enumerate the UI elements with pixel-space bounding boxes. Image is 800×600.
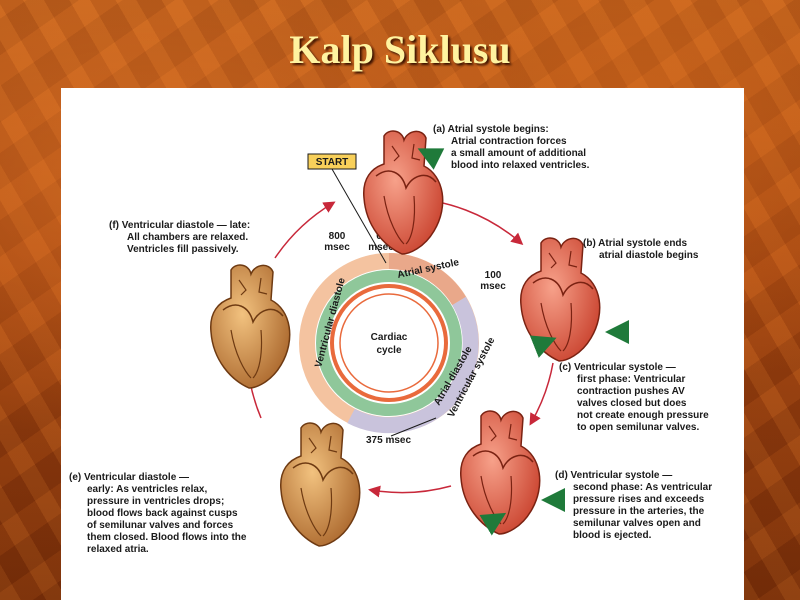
inner-ring [330,284,448,402]
center-label-line1: Cardiac [371,332,408,343]
stage-a-line: blood into relaxed ventricles. [451,160,590,171]
stage-c-line: to open semilunar valves. [577,422,699,433]
cardiac-cycle-diagram: Atrial systole Ventricular diastole Atri… [61,88,744,600]
ventricular-systole-arc [347,296,479,434]
stage-f-text: (f) Ventricular diastole — late: All cha… [109,220,253,255]
stage-c-line: (c) Ventricular systole — [559,362,676,373]
t100-line1: 100 [485,270,502,281]
green-ring [316,270,462,416]
stage-d-line: blood is ejected. [573,530,652,541]
stage-e-line: pressure in ventricles drops; [87,496,224,507]
stage-f-line: (f) Ventricular diastole — late: [109,220,250,231]
heart-stage-e [279,422,361,547]
start-pointer-line [331,168,387,264]
stage-c-line: contraction pushes AV [577,386,685,397]
t100-line2: msec [480,281,506,292]
stage-d-text: (d) Ventricular systole — second phase: … [555,470,715,541]
slide-title: Kalp Siklusu [289,27,511,72]
green-arrow-b2 [529,335,557,358]
stage-b-line: (b) Atrial systole ends [583,238,688,249]
diagram-svg: Atrial systole Ventricular diastole Atri… [69,124,715,555]
stage-d-line: pressure rises and exceeds [573,494,705,505]
green-arrow-a [417,148,445,170]
stage-f-line: Ventricles fill passively. [127,244,239,255]
green-arrow-d2 [479,512,507,536]
stage-b-line: atrial diastole begins [599,250,699,261]
stage-a-line: Atrial contraction forces [451,136,567,147]
stage-c-line: valves closed but does [577,398,687,409]
stage-e-line: relaxed atria. [87,544,149,555]
flow-arrow-d-e [368,485,452,498]
inner-ring-thin [339,293,439,393]
stage-d-line: (d) Ventricular systole — [555,470,672,481]
t0-line2: msec [368,242,394,253]
stage-d-line: pressure in the arteries, the [573,506,705,517]
stage-d-line: semilunar valves open and [573,518,701,529]
t375-pointer-line [390,417,437,437]
stage-c-text: (c) Ventricular systole — first phase: V… [559,362,711,433]
stage-b-text: (b) Atrial systole ends atrial diastole … [583,238,699,261]
atrial-systole-arc [388,253,466,306]
stage-c-line: not create enough pressure [577,410,709,421]
stage-a-line: (a) Atrial systole begins: [433,124,549,135]
heart-stage-b [519,237,601,362]
stage-e-line: early: As ventricles relax, [87,484,207,495]
stage-e-line: blood flows back against cusps [87,508,238,519]
heart-stage-f [209,264,291,389]
flow-arrow-c-d [529,362,554,426]
start-label: START [316,157,349,168]
stage-a-line: a small amount of additional [451,148,586,159]
t800-line2: msec [324,242,350,253]
center-label-line2: cycle [376,345,401,356]
stage-e-line: (e) Ventricular diastole — [69,472,189,483]
flow-arrow-f-a [274,201,336,259]
stage-e-line: them closed. Blood flows into the [87,532,247,543]
t375-label: 375 msec [366,435,411,446]
stage-f-line: All chambers are relaxed. [127,232,248,243]
stage-e-line: of semilunar valves and forces [87,520,234,531]
stage-d-line: second phase: As ventricular [573,482,712,493]
stage-c-line: first phase: Ventricular [577,374,685,385]
t800-line1: 800 [329,231,346,242]
stage-a-text: (a) Atrial systole begins: Atrial contra… [433,124,590,171]
stage-e-text: (e) Ventricular diastole — early: As ven… [69,472,249,555]
